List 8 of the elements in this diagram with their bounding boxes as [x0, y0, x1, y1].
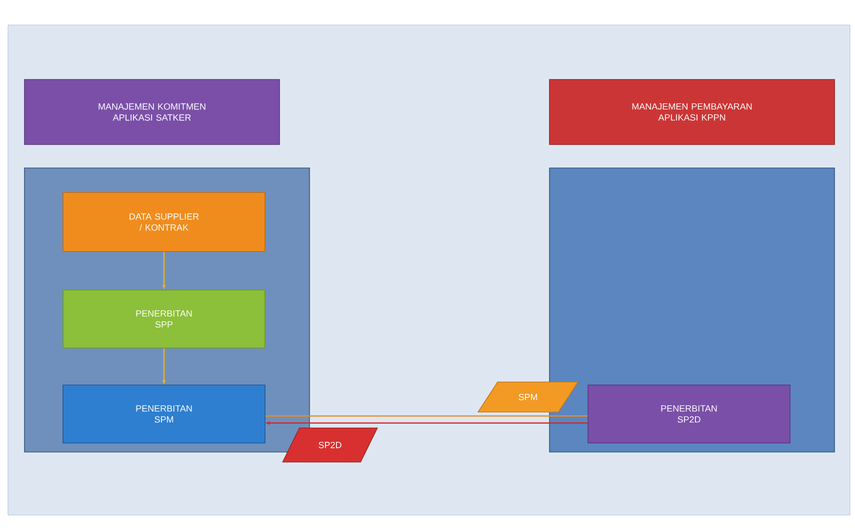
connector-line	[265, 415, 588, 417]
process-box: DATA SUPPLIER / KONTRAK	[62, 192, 266, 252]
process-box: PENERBITAN SPM	[62, 384, 266, 444]
process-box: PENERBITAN SPP	[62, 290, 266, 348]
header-box: MANAJEMEN PEMBAYARAN APLIKASI KPPN	[549, 79, 835, 145]
header-box: MANAJEMEN KOMITMEN APLIKASI SATKER	[24, 79, 280, 145]
parallelogram-tag: SP2D	[282, 428, 378, 462]
process-box: PENERBITAN SP2D	[588, 384, 790, 444]
